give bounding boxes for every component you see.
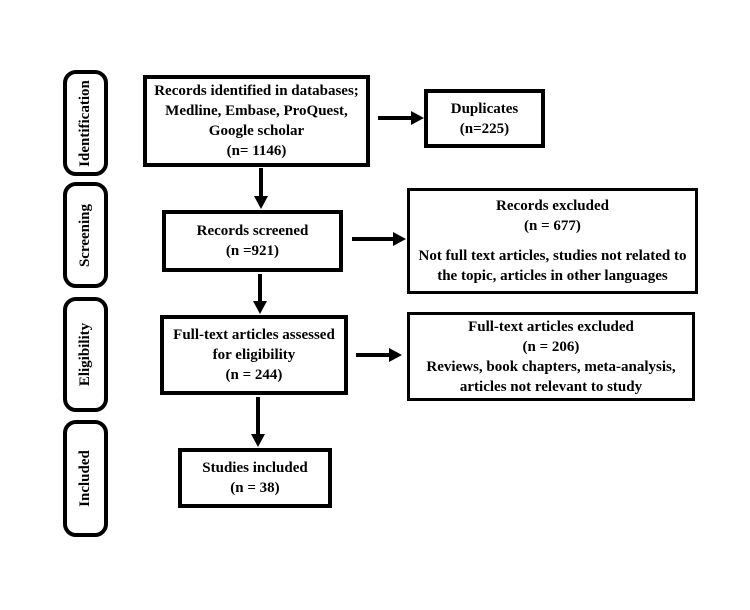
box-records-identified: Records identified in databases; Medline… <box>143 75 370 167</box>
duplicates-label: Duplicates <box>450 100 519 117</box>
arrow-line <box>352 237 394 241</box>
fulltext-excluded-label: Full-text articles excluded <box>468 318 634 335</box>
arrow-head <box>254 196 268 209</box>
box-fulltext-excluded: Full-text articles excluded (n = 206) Re… <box>407 312 695 401</box>
arrow-head <box>411 111 424 125</box>
fulltext-assessed-line: for eligibility <box>212 347 296 363</box>
records-excluded-count: (n = 677) <box>524 218 581 234</box>
records-identified-line: Medline, Embase, ProQuest, <box>165 103 348 119</box>
arrow-head <box>393 232 406 246</box>
duplicates-count: (n=225) <box>459 120 510 137</box>
studies-included-label: Studies included <box>202 460 308 476</box>
box-records-excluded: Records excluded (n = 677) Not full text… <box>407 188 698 294</box>
fulltext-excluded-reason: articles not relevant to study <box>459 378 643 395</box>
records-identified-line: Google scholar <box>208 123 305 139</box>
stage-screening: Screening <box>63 182 108 288</box>
records-excluded-label: Records excluded <box>496 198 609 214</box>
arrow-head <box>389 348 402 362</box>
stage-eligibility-label: Eligibility <box>77 322 94 387</box>
records-screened-label: Records screened <box>196 223 309 239</box>
fulltext-excluded-reason: Reviews, book chapters, meta-analysis, <box>426 358 676 375</box>
records-screened-count: (n =921) <box>225 243 280 259</box>
fulltext-assessed-line: Full-text articles assessed <box>173 327 335 343</box>
arrow-line <box>259 168 263 198</box>
box-studies-included: Studies included (n = 38) <box>178 448 332 508</box>
stage-included-label: Included <box>77 450 94 507</box>
records-excluded-reason: the topic, articles in other languages <box>437 268 668 284</box>
box-fulltext-assessed: Full-text articles assessed for eligibil… <box>160 315 348 395</box>
arrow-line <box>378 116 412 120</box>
fulltext-assessed-count: (n = 244) <box>225 367 283 383</box>
stage-eligibility: Eligibility <box>63 297 108 412</box>
box-records-screened: Records screened (n =921) <box>162 210 343 272</box>
arrow-line <box>256 397 260 435</box>
stage-included: Included <box>63 420 108 537</box>
records-identified-line: Records identified in databases; <box>154 83 359 99</box>
stage-identification: Identification <box>63 70 108 176</box>
records-excluded-reason: Not full text articles, studies not rela… <box>418 248 687 264</box>
arrow-line <box>356 353 390 357</box>
box-duplicates: Duplicates (n=225) <box>424 89 545 148</box>
arrow-head <box>253 301 267 314</box>
arrow-line <box>258 274 262 302</box>
stage-screening-label: Screening <box>77 203 93 267</box>
fulltext-excluded-count: (n = 206) <box>522 338 580 355</box>
arrow-head <box>251 434 265 447</box>
stage-identification-label: Identification <box>77 79 94 167</box>
studies-included-count: (n = 38) <box>230 480 280 496</box>
records-identified-count: (n= 1146) <box>226 143 287 159</box>
